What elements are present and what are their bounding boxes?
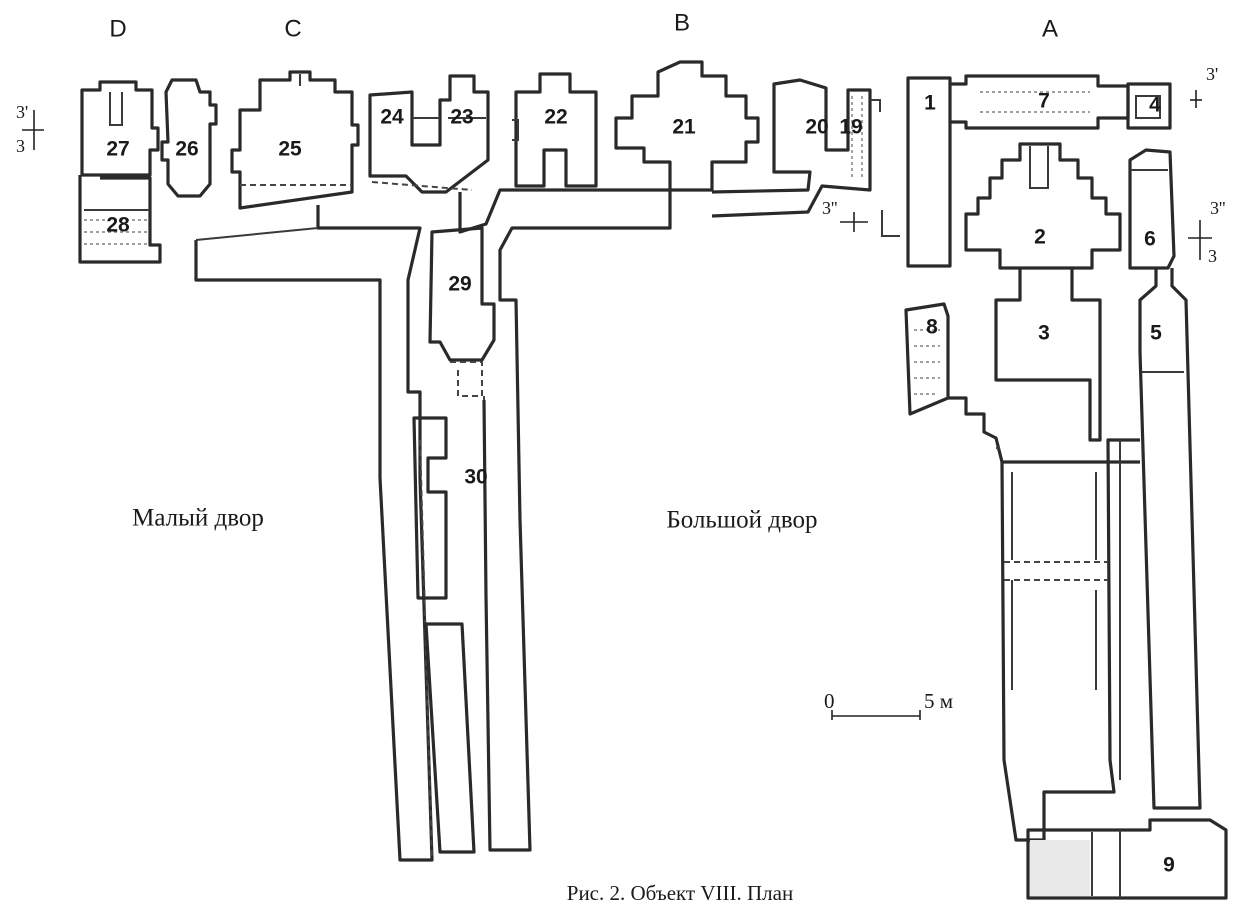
cut-left-bottom-label: 3 [16, 136, 25, 156]
room-8-label: 8 [926, 316, 938, 339]
room-1-label: 1 [924, 92, 936, 115]
section-cut-mid: 3'' [822, 198, 900, 237]
room-28-label: 28 [106, 214, 130, 237]
room-20-label: 20 [805, 116, 828, 139]
room-23-label: 23 [450, 106, 473, 129]
section-a-walls [904, 74, 1228, 900]
room-9-label: 9 [1163, 854, 1175, 877]
figure-caption: Рис. 2. Объект VIII. План [567, 881, 793, 905]
cut-right-mid-bottom-label: 3 [1208, 246, 1217, 266]
section-cb-walls [368, 72, 672, 854]
section-label-d: D [109, 15, 126, 42]
room-7-label: 7 [1038, 90, 1050, 113]
scale-five-label: 5 м [924, 689, 953, 713]
section-label-c: C [284, 15, 301, 42]
room-29-label: 29 [448, 273, 471, 296]
section-c-walls [194, 70, 434, 862]
section-label-b: B [674, 9, 690, 36]
room-19-label: 19 [839, 116, 862, 139]
cut-mid-label: 3'' [822, 198, 838, 218]
section-cut-right-mid: 3'' 3 [1188, 198, 1226, 266]
scale-bar: 0 5 м [824, 689, 953, 720]
room-27-label: 27 [106, 138, 129, 161]
room-24-label: 24 [380, 106, 404, 129]
cut-left-top-label: 3' [16, 102, 28, 122]
section-b-walls [614, 60, 881, 218]
room-26-label: 26 [175, 138, 198, 161]
room-30-label: 30 [464, 466, 487, 489]
room-3-label: 3 [1038, 322, 1050, 345]
room-6-label: 6 [1144, 228, 1156, 251]
room-22-label: 22 [544, 106, 567, 129]
room-21-label: 21 [672, 116, 696, 139]
room-2-label: 2 [1034, 226, 1046, 249]
section-cut-right-top: 3' [1190, 64, 1218, 108]
room-4-label: 4 [1149, 94, 1161, 117]
room-25-label: 25 [278, 138, 302, 161]
section-label-a: A [1042, 15, 1058, 42]
scale-zero-label: 0 [824, 689, 835, 713]
cut-right-top-label: 3' [1206, 64, 1218, 84]
cut-right-mid-top-label: 3'' [1210, 198, 1226, 218]
room-5-label: 5 [1150, 322, 1162, 345]
section-cut-left: 3' 3 [16, 102, 44, 156]
small-courtyard-label: Малый двор [132, 505, 264, 532]
large-courtyard-label: Большой двор [666, 507, 817, 534]
section-d-walls [78, 78, 218, 264]
